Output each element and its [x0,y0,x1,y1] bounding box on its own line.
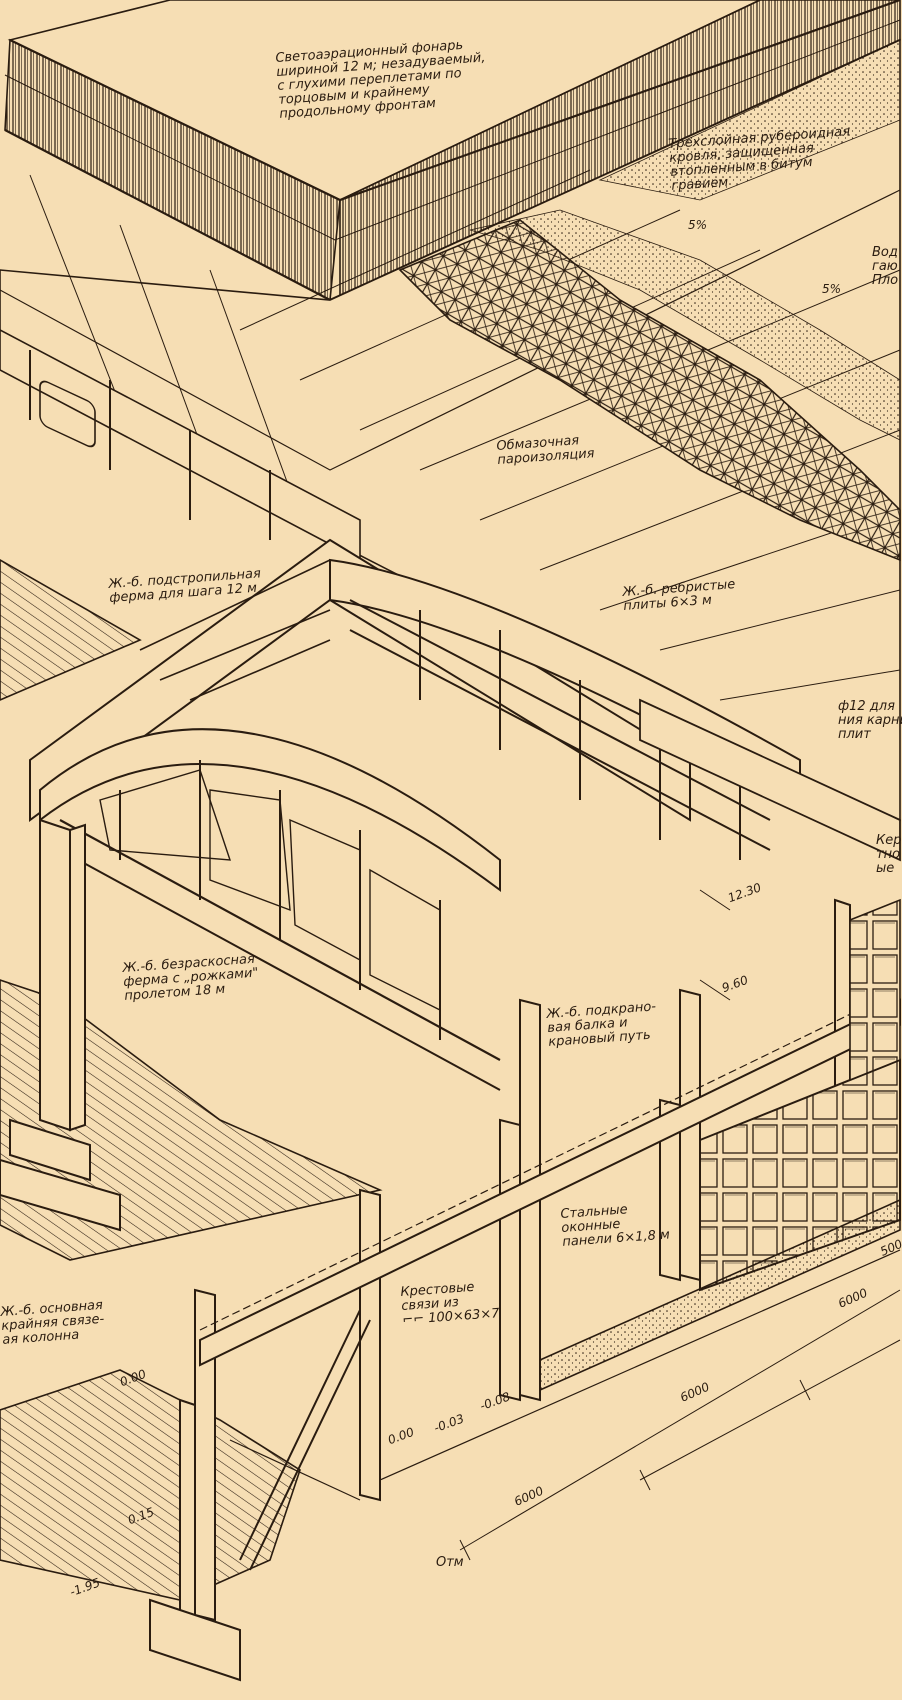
slope-label: 5% [688,218,708,232]
label-bracing: Крестовые связи из ⌐⌐ 100×63×7 [399,1279,501,1328]
label-ceramic-cut: Кера тно ые [876,833,902,876]
dimension-lines [459,889,901,1561]
label-otm-cut: Отм [436,1555,464,1570]
label-crane-beam: Ж.-б. подкрано- вая балка и крановый пут… [545,999,657,1050]
sub-truss [639,698,901,862]
plinth-band [379,1198,901,1481]
slope-label: 5% [822,282,842,296]
label-rod-cut: ф12 для ния карни плит [838,699,902,742]
label-window-panels: Стальные оконные панели 6×1,8 м [559,1202,671,1250]
cross-bracing [229,1309,371,1571]
label-water-cut: Вод гаю Пло [872,245,899,288]
label-column: Ж.-б. основная крайняя связе- ая колонна [0,1297,105,1348]
roofing-layers [398,39,901,562]
label-skylight: Светоаэрационный фонарь шириной 12 м; не… [274,37,486,122]
